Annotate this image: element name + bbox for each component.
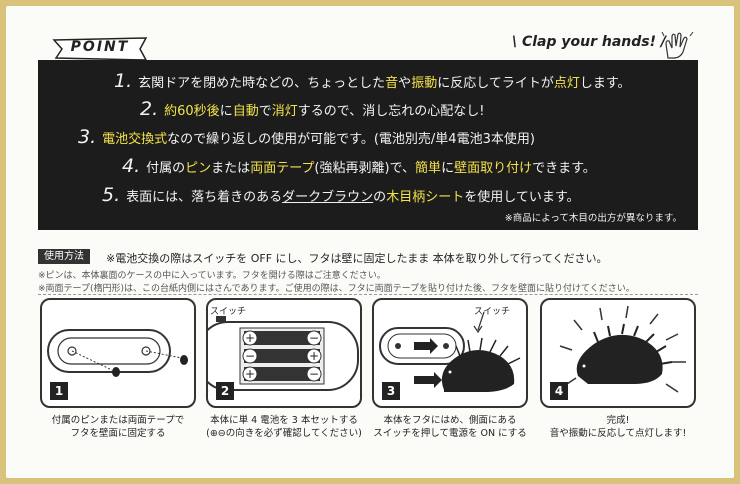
point-text: に反応してライトが [437,76,554,91]
highlight-text: 簡単 [415,161,442,176]
feature-point-3: 3. 電池交換式なので繰り返しの使用が可能です。(電池別売/単4電池3本使用) [78,126,535,148]
highlight-text: 木目柄シート [386,190,465,205]
step-1-caption-line2: フタを壁面に固定する [70,428,166,439]
point-number: 5. [102,184,121,206]
clap-label: \ Clap your hands! / [512,34,666,50]
point-text: (強粘再剥離)で、 [314,161,416,176]
point-text: の [373,190,387,205]
step-4-panel: 4 [540,298,696,408]
point-text: または [211,161,251,176]
step-4-caption-line2: 音や振動に反応して点灯します! [549,428,687,439]
step-1-panel: 1 [40,298,196,408]
svg-text:+: + [309,349,319,363]
point-number: 2. [140,98,159,120]
battery-install-illustration: + − − + + − [208,316,359,391]
point-number: 1. [114,70,133,92]
highlight-text: 約60秒後 [164,104,220,119]
usage-note-pin: ※ピンは、本体裏面のケースの中に入っています。フタを開ける際はご注意ください。 [38,271,386,281]
point-text: なので繰り返しの使用が可能です。(電池別売/単4電池3本使用) [167,132,535,147]
point-text: ダークブラウン [282,190,374,205]
feature-point-1: 1. 玄関ドアを閉めた時などの、ちょっとした音や振動に反応してライトが点灯します。 [114,70,631,92]
point-number: 4. [122,155,141,177]
highlight-text: 壁面取り付け [454,161,533,176]
highlight-text: 音 [385,76,399,91]
attach-body-illustration [379,311,521,392]
step-4-caption: 完成! 音や振動に反応して点灯します! [540,414,696,440]
step-2-caption-line1: 本体に単 4 電池を 3 本セットする [210,415,358,426]
mount-cover-illustration [47,329,188,377]
highlight-text: 両面テープ [250,161,315,176]
board-note: ※商品によって木目の出方が異なります。 [504,213,682,224]
highlight-text: ピン [185,161,212,176]
switch-label: スイッチ [210,307,247,317]
step-4-badge: 4 [550,382,568,400]
point-text: します。 [579,76,631,91]
highlight-text: 消灯 [271,104,298,119]
step-1-caption: 付属のピンまたは両面テープで フタを壁面に固定する [40,414,196,440]
highlight-text: 電池交換式 [102,132,168,147]
step-3-caption: 本体をフタにはめ、側面にある スイッチを押して電源を ON にする [372,414,528,440]
hedgehog-light-illustration [559,305,686,393]
step-3-caption-line2: スイッチを押して電源を ON にする [373,428,527,439]
point-text: や [398,76,412,91]
point-number: 3. [78,126,97,148]
usage-tag: 使用方法 [38,249,90,264]
step-4-caption-line1: 完成! [606,415,630,426]
step-2-badge: 2 [216,382,234,400]
svg-text:−: − [309,367,319,381]
usage-note-tape: ※両面テープ(楕円形)は、この台紙内側にはさんであります。ご使用の際は、フタに両… [38,284,635,294]
point-text: に [219,104,233,119]
highlight-text: 自動 [232,104,259,119]
point-text: に [441,161,455,176]
step-3-panel: スイッチ 3 [372,298,528,408]
feature-board: 1. 玄関ドアを閉めた時などの、ちょっとした音や振動に反応してライトが点灯します。… [38,60,698,230]
step-2-caption: 本体に単 4 電池を 3 本セットする (⊕⊖の向きを必ず確認してください) [206,414,362,440]
highlight-text: 点灯 [553,76,580,91]
point-text: できます。 [532,161,596,176]
point-text: 玄関ドアを閉めた時などの、ちょっとした [138,76,386,91]
feature-point-4: 4. 付属のピンまたは両面テープ(強粘再剥離)で、簡単に壁面取り付けできます。 [122,155,596,177]
svg-text:−: − [245,349,255,363]
feature-point-5: 5. 表面には、落ち着きのあるダークブラウンの木目柄シートを使用しています。 [102,184,580,206]
divider [38,294,698,295]
point-text: を使用しています。 [464,190,580,205]
svg-text:−: − [309,331,319,345]
point-banner: POINT [52,36,148,62]
svg-text:+: + [245,331,255,345]
point-text: 表面には、落ち着きのある [126,190,283,205]
switch-label: スイッチ [474,307,511,317]
highlight-text: 振動 [411,76,438,91]
step-3-caption-line1: 本体をフタにはめ、側面にある [383,415,517,426]
step-1-badge: 1 [50,382,68,400]
step-2-caption-line2: (⊕⊖の向きを必ず確認してください) [206,428,362,439]
usage-main-note: ※電池交換の際はスイッチを OFF にし、フタは壁に固定したまま 本体を取り外し… [106,252,608,265]
svg-text:+: + [245,367,255,381]
point-text: 付属の [146,161,186,176]
point-text: で [258,104,272,119]
feature-point-2: 2. 約60秒後に自動で消灯するので、消し忘れの心配なし! [140,98,484,120]
step-3-badge: 3 [382,382,400,400]
clapping-hands-icon [661,31,694,59]
step-1-caption-line1: 付属のピンまたは両面テープで [51,415,185,426]
point-label: POINT [70,39,130,55]
point-text: するので、消し忘れの心配なし! [297,104,485,119]
step-2-panel: + − − + + − スイッチ 2 [206,298,362,408]
